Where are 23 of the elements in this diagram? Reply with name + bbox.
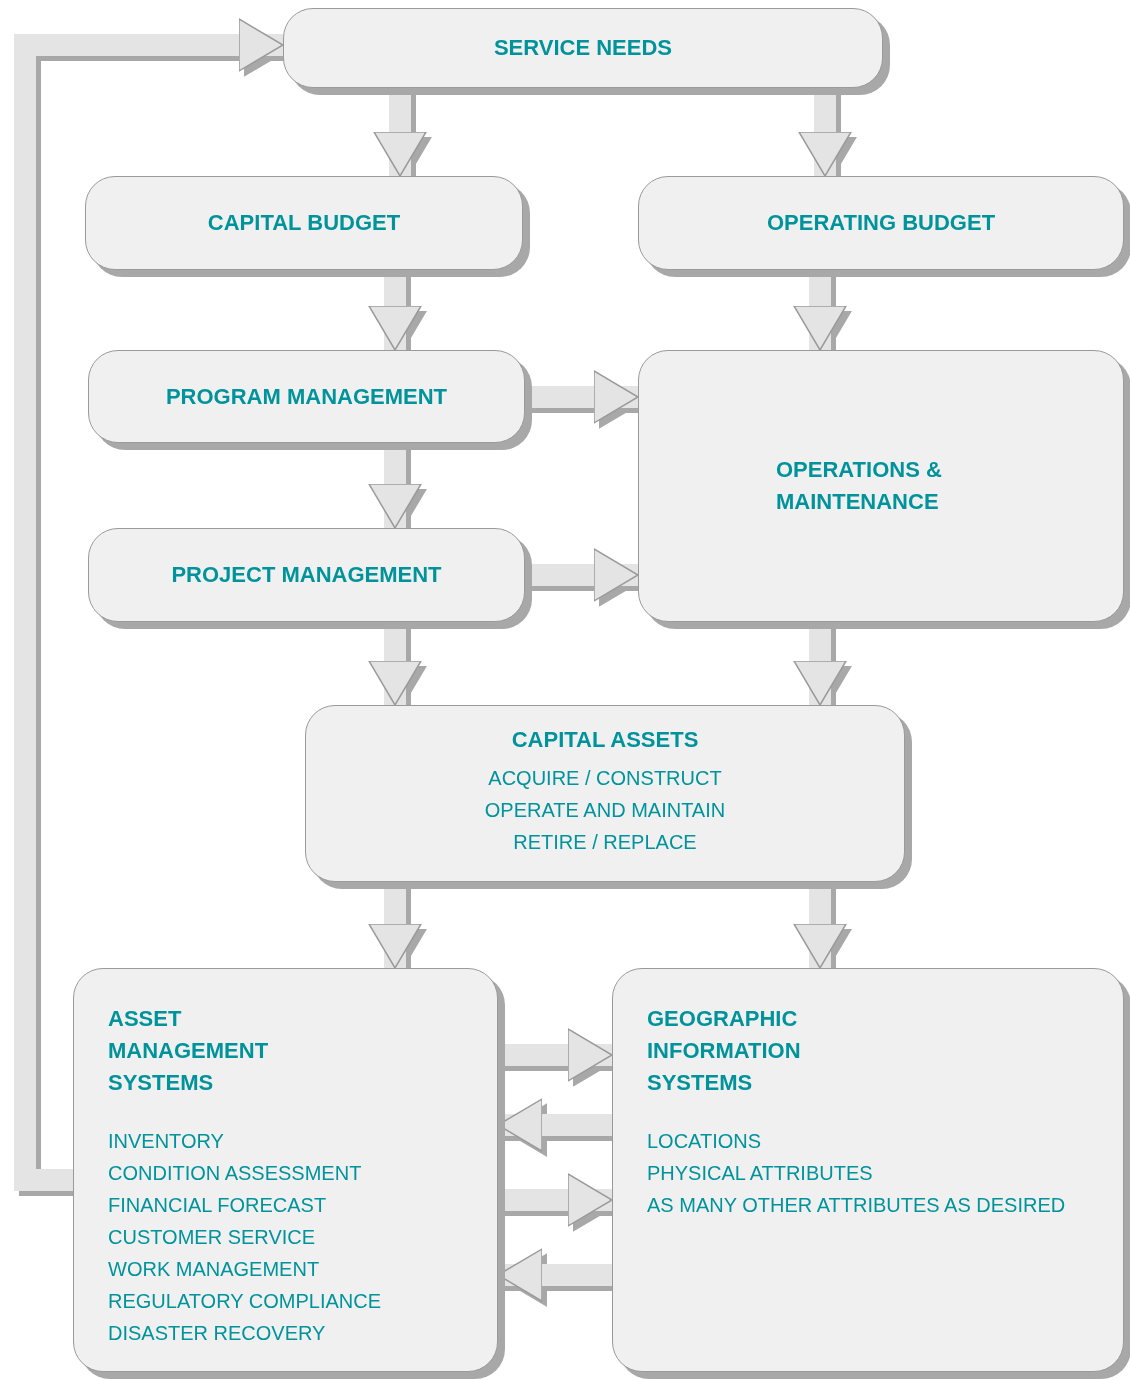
box-heading: CAPITAL BUDGET <box>207 209 401 237</box>
list-item: OPERATE AND MAINTAIN <box>484 798 726 823</box>
list-item: ACQUIRE / CONSTRUCT <box>488 766 722 791</box>
list-item: INVENTORY <box>108 1129 225 1154</box>
list-item: RETIRE / REPLACE <box>513 830 697 855</box>
list-item: FINANCIAL FORECAST <box>108 1193 328 1218</box>
list-item: DISASTER RECOVERY <box>108 1321 327 1346</box>
list-item: AS MANY OTHER ATTRIBUTES AS DESIRED <box>647 1193 1067 1218</box>
list-item: WORK MANAGEMENT <box>108 1257 321 1282</box>
box-heading: PROJECT MANAGEMENT <box>171 561 442 589</box>
list-item: REGULATORY COMPLIANCE <box>108 1289 383 1314</box>
list-item: PHYSICAL ATTRIBUTES <box>647 1161 874 1186</box>
box-heading: OPERATIONS & MAINTENANCE <box>776 456 943 516</box>
box-heading: PROGRAM MANAGEMENT <box>165 382 448 411</box>
list-item: LOCATIONS <box>647 1129 763 1154</box>
box-heading: GEOGRAPHIC INFORMATION SYSTEMS <box>647 1005 802 1097</box>
list-item: CUSTOMER SERVICE <box>108 1225 317 1250</box>
box-heading: CAPITAL ASSETS <box>511 726 699 754</box>
box-heading: ASSET MANAGEMENT SYSTEMS <box>108 1005 270 1097</box>
box-heading: OPERATING BUDGET <box>766 209 996 237</box>
list-item: CONDITION ASSESSMENT <box>108 1161 363 1186</box>
block-arrow <box>14 18 284 1191</box>
box-heading: SERVICE NEEDS <box>493 34 673 62</box>
